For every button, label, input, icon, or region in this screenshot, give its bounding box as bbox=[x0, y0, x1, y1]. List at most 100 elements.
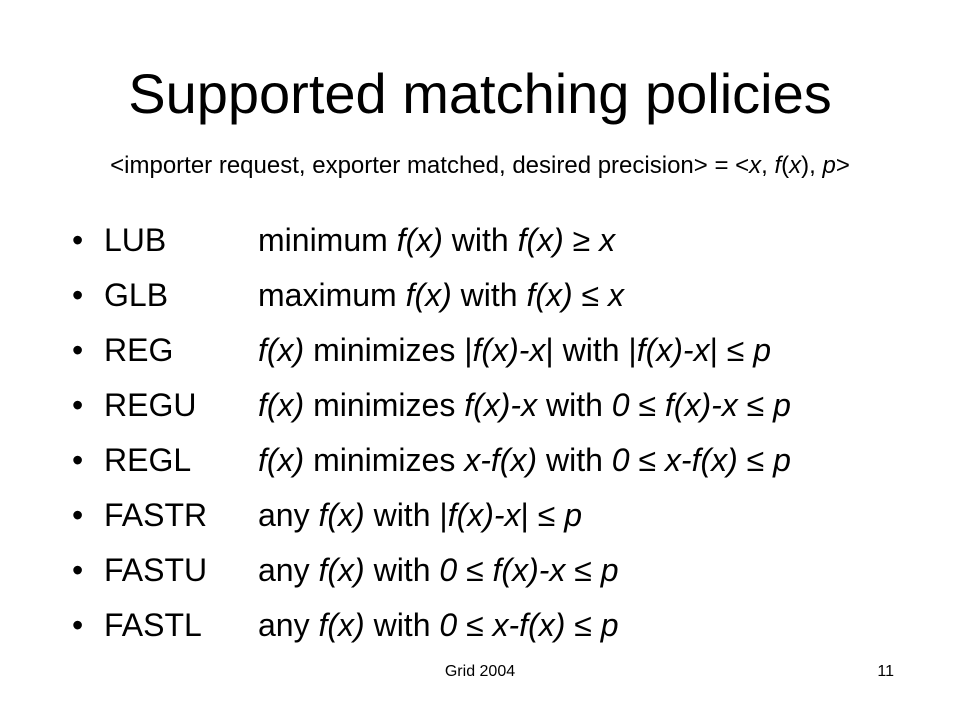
description-segment: f(x)-x bbox=[472, 331, 546, 368]
description-segment: f(x)-x bbox=[664, 386, 738, 423]
description-segment: ≤ bbox=[565, 606, 601, 643]
description-segment: f(x)-x bbox=[464, 386, 538, 423]
policy-name: REGU bbox=[104, 386, 197, 423]
description-segment: p bbox=[753, 331, 772, 368]
policy-name: REGL bbox=[104, 441, 192, 478]
description-segment: maximum bbox=[258, 276, 406, 313]
policy-description: minimum f(x) with f(x) ≥ x bbox=[258, 220, 932, 260]
bullet-marker: • bbox=[72, 331, 84, 368]
description-segment: minimizes bbox=[304, 386, 465, 423]
subtitle-segment: ), bbox=[801, 152, 823, 179]
description-segment: f(x) bbox=[526, 276, 573, 313]
description-segment: f(x) bbox=[405, 276, 452, 313]
description-segment: ≤ bbox=[457, 606, 493, 643]
description-segment: with bbox=[364, 551, 440, 588]
policy-description: any f(x) with |f(x)-x| ≤ p bbox=[258, 495, 932, 535]
description-segment: minimizes bbox=[304, 441, 465, 478]
description-segment: p bbox=[773, 441, 791, 478]
description-segment: ≤ bbox=[565, 551, 601, 588]
slide-title: Supported matching policies bbox=[128, 62, 832, 125]
description-segment: f(x)-x bbox=[492, 551, 566, 588]
description-segment: x-f(x) bbox=[664, 441, 738, 478]
description-segment: any bbox=[258, 606, 319, 643]
description-segment: f(x) bbox=[258, 386, 305, 423]
policy-bullet-item: • FASTU any f(x) with 0 ≤ f(x)-x ≤ p bbox=[72, 542, 932, 597]
description-segment: minimum bbox=[258, 221, 397, 258]
bullet-marker: • bbox=[72, 606, 84, 643]
description-segment: with bbox=[537, 441, 612, 478]
description-segment: f(x) bbox=[396, 221, 443, 258]
description-segment: p bbox=[564, 496, 582, 533]
description-segment: f(x)-x bbox=[447, 496, 521, 533]
policy-name: FASTU bbox=[104, 551, 208, 588]
bullet-marker: • bbox=[72, 276, 84, 313]
subtitle-segment: , bbox=[761, 152, 775, 179]
description-segment: any bbox=[258, 551, 319, 588]
policy-description: f(x) minimizes f(x)-x with 0 ≤ f(x)-x ≤ … bbox=[258, 385, 932, 425]
description-segment: 0 bbox=[439, 551, 458, 588]
description-segment: x bbox=[599, 221, 616, 258]
subtitle-segment: x bbox=[789, 152, 802, 179]
description-segment: ≥ bbox=[563, 221, 600, 258]
description-segment: 0 bbox=[611, 441, 630, 478]
description-segment: f(x) bbox=[318, 496, 365, 533]
policy-bullet-item: • FASTL any f(x) with 0 ≤ x-f(x) ≤ p bbox=[72, 597, 932, 652]
description-segment: ≤ bbox=[629, 386, 665, 423]
description-segment: x-f(x) bbox=[464, 441, 538, 478]
description-segment: ≤ bbox=[737, 386, 774, 423]
policy-name: FASTL bbox=[104, 606, 202, 643]
page-number: 11 bbox=[877, 663, 894, 680]
policy-description: f(x) minimizes x-f(x) with 0 ≤ x-f(x) ≤ … bbox=[258, 440, 932, 480]
policy-bullet-item: • LUB minimum f(x) with f(x) ≥ x bbox=[72, 212, 932, 267]
bullet-marker: • bbox=[72, 221, 84, 258]
policy-description: maximum f(x) with f(x) ≤ x bbox=[258, 275, 932, 315]
description-segment: f(x) bbox=[258, 441, 305, 478]
description-segment: x bbox=[608, 276, 624, 313]
description-segment: p bbox=[773, 386, 791, 423]
description-segment: with | bbox=[364, 496, 448, 533]
description-segment: | ≤ bbox=[709, 331, 754, 368]
subtitle-segment: > bbox=[835, 152, 850, 179]
subtitle-segment: ( bbox=[781, 152, 790, 179]
description-segment: 0 bbox=[439, 606, 458, 643]
policy-bullet-item: • REGU f(x) minimizes f(x)-x with 0 ≤ f(x)… bbox=[72, 377, 932, 432]
policy-description: any f(x) with 0 ≤ f(x)-x ≤ p bbox=[258, 550, 932, 590]
policy-bullet-item: • REGL f(x) minimizes x-f(x) with 0 ≤ x-f(… bbox=[72, 432, 932, 487]
description-segment: with bbox=[364, 606, 440, 643]
policy-name: FASTR bbox=[104, 496, 208, 533]
subtitle-segment: <importer request, exporter matched, des… bbox=[110, 152, 750, 179]
subtitle-segment: f bbox=[774, 152, 782, 179]
policy-description: any f(x) with 0 ≤ x-f(x) ≤ p bbox=[258, 605, 932, 645]
footer-title: Grid 2004 bbox=[444, 663, 516, 680]
subtitle-segment: p bbox=[822, 152, 836, 179]
description-segment: f(x) bbox=[318, 606, 365, 643]
description-segment: ≤ bbox=[737, 441, 774, 478]
policy-bullet-item: • FASTR any f(x) with |f(x)-x| ≤ p bbox=[72, 487, 932, 542]
bullet-marker: • bbox=[72, 551, 84, 588]
policy-name: LUB bbox=[104, 221, 167, 258]
description-segment: f(x) bbox=[318, 551, 365, 588]
subtitle-segment: x bbox=[749, 152, 762, 179]
description-segment: 0 bbox=[611, 386, 630, 423]
bullet-marker: • bbox=[72, 441, 84, 478]
description-segment: ≤ bbox=[629, 441, 665, 478]
description-segment: p bbox=[600, 606, 619, 643]
description-segment: any bbox=[258, 496, 319, 533]
bullet-marker: • bbox=[72, 496, 84, 533]
description-segment: p bbox=[600, 551, 619, 588]
description-segment: f(x)-x bbox=[636, 331, 710, 368]
bullet-marker: • bbox=[72, 386, 84, 423]
description-segment: ≤ bbox=[457, 551, 493, 588]
description-segment: f(x) bbox=[258, 331, 305, 368]
description-segment: minimizes | bbox=[304, 331, 473, 368]
description-segment: f(x) bbox=[517, 221, 564, 258]
description-segment: with bbox=[451, 276, 527, 313]
description-segment: with bbox=[442, 221, 518, 258]
description-segment: | with | bbox=[545, 331, 637, 368]
policy-description: f(x) minimizes |f(x)-x| with |f(x)-x| ≤ … bbox=[258, 330, 932, 370]
description-segment: ≤ bbox=[572, 276, 608, 313]
